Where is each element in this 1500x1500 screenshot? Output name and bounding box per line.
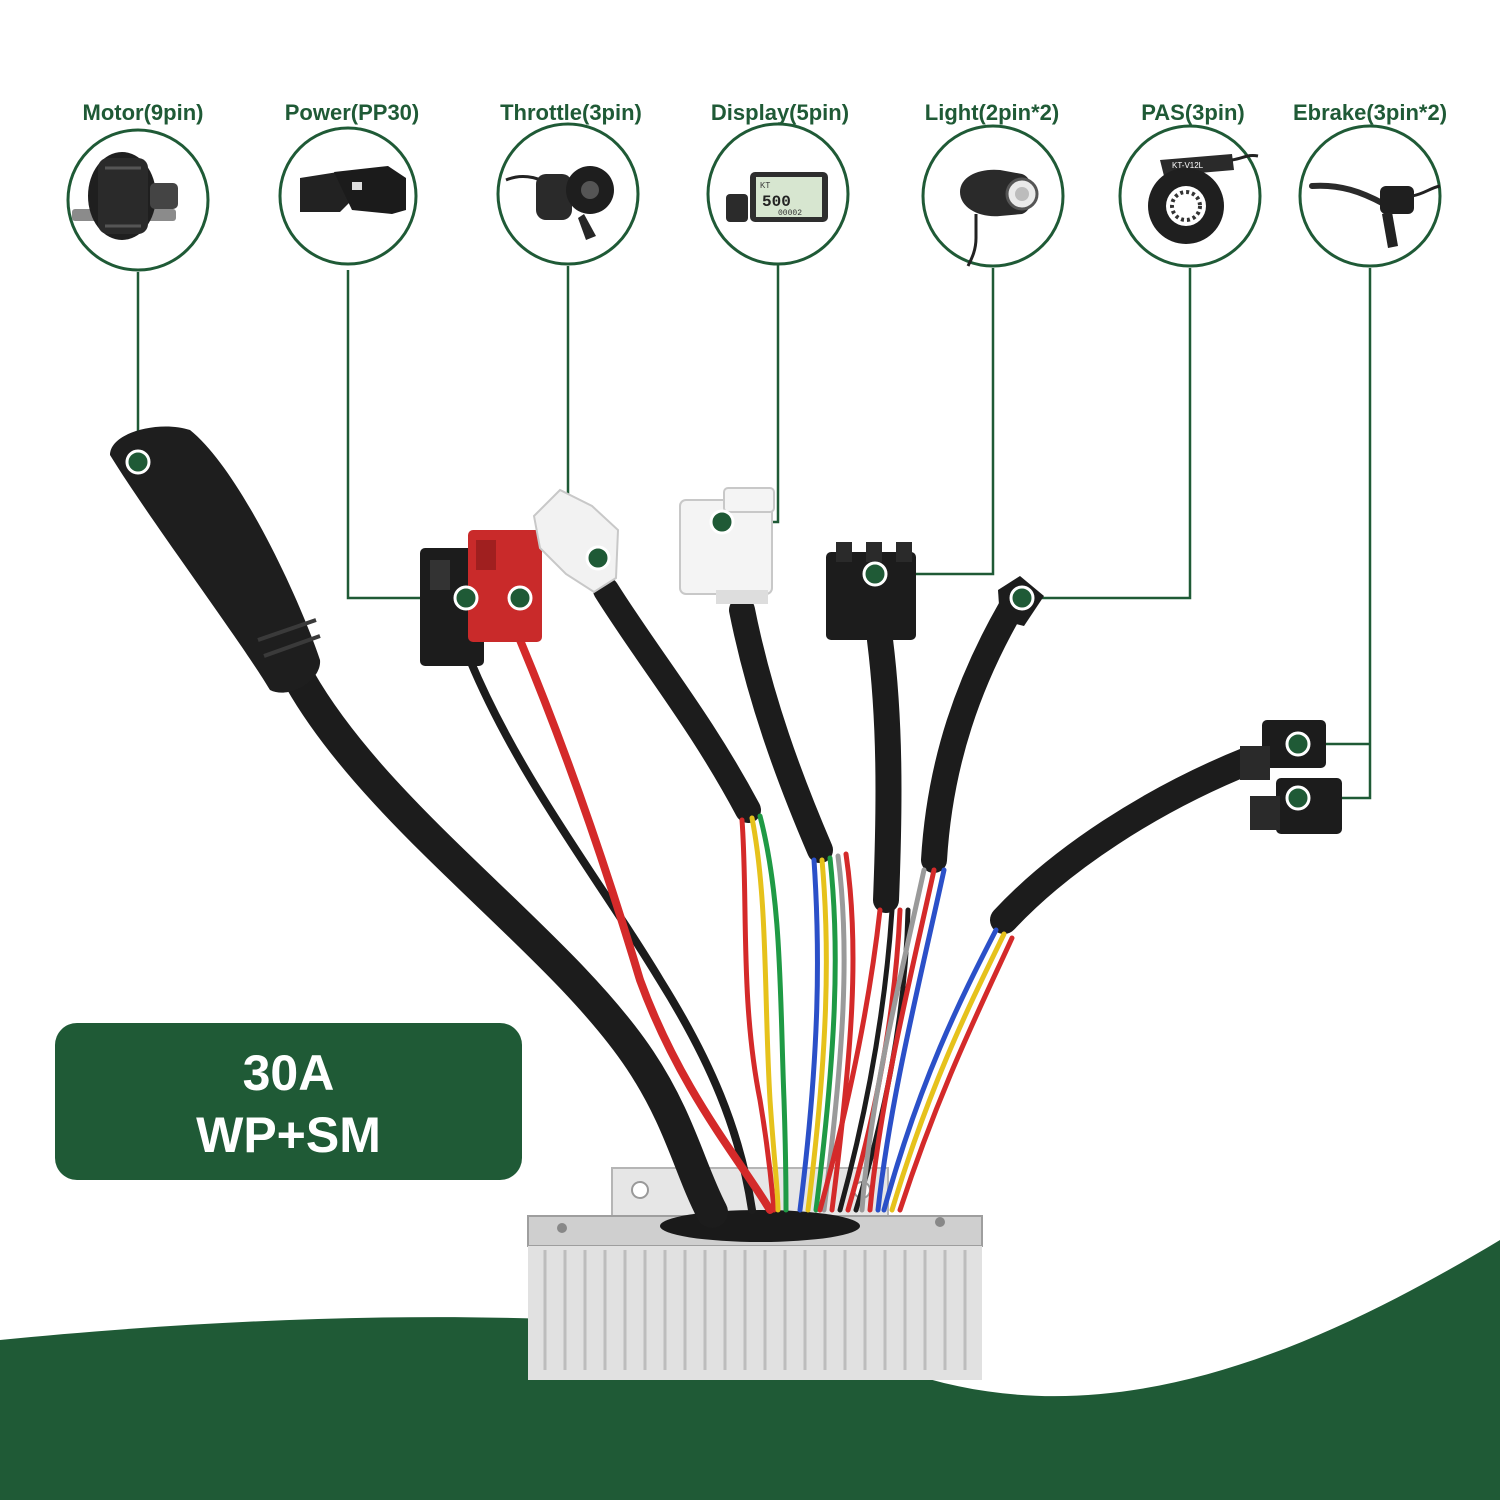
pas-cable: [921, 597, 1023, 873]
pas-sensor-icon: KT-V12L: [1118, 124, 1262, 268]
leader-line-ebrake: [1298, 268, 1372, 800]
controller-housing: [527, 1167, 983, 1380]
display-cable: [729, 597, 833, 863]
spec-badge: 30A WP+SM: [55, 1023, 522, 1180]
lcd-display-icon: KT 500 00002: [706, 122, 850, 266]
connectors: [110, 426, 1342, 834]
label-power: Power(PP30): [284, 100, 420, 125]
dot-display: [709, 509, 735, 535]
component-labels: Motor(9pin) Power(PP30) Throttle(3pin) D…: [0, 0, 1500, 140]
display-odo-text: 00002: [778, 209, 802, 218]
light-connector: [826, 542, 916, 640]
power-wire-red: [516, 636, 774, 1214]
dot-throttle: [585, 545, 611, 571]
display-brand-text: KT: [760, 181, 770, 190]
component-circles: KT 500 00002 KT-V12L: [66, 122, 1442, 272]
spec-features: WP+SM: [196, 1107, 381, 1163]
dot-power-black: [453, 585, 479, 611]
dot-pas: [1009, 585, 1035, 611]
dot-motor: [125, 449, 151, 475]
leader-line-display: [722, 264, 780, 524]
ebrake-connector-top: [1240, 720, 1326, 780]
label-throttle: Throttle(3pin): [500, 100, 642, 125]
light-cable: [867, 627, 902, 913]
brake-lever-icon: [1298, 124, 1442, 268]
leader-line-light: [875, 268, 995, 576]
label-light: Light(2pin*2): [924, 100, 1060, 125]
leader-dots: [125, 449, 1311, 811]
leader-lines: [136, 264, 1372, 800]
hub-motor-icon: [66, 128, 210, 272]
dot-ebrake-bottom: [1285, 785, 1311, 811]
dot-light: [862, 561, 888, 587]
throttle-cable: [593, 577, 761, 823]
power-connector: [420, 530, 542, 666]
power-wire-black: [466, 656, 756, 1214]
label-ebrake: Ebrake(3pin*2): [1292, 100, 1448, 125]
spec-current: 30A: [242, 1045, 335, 1101]
label-motor: Motor(9pin): [82, 100, 204, 125]
dot-ebrake-top: [1285, 731, 1311, 757]
display-speed-text: 500: [762, 193, 791, 211]
dot-power-red: [507, 585, 533, 611]
pas-label-text: KT-V12L: [1172, 161, 1204, 170]
leader-line-pas: [1022, 268, 1192, 600]
thumb-throttle-icon: [496, 122, 640, 266]
label-display: Display(5pin): [710, 100, 850, 125]
motor-cable: [284, 664, 728, 1228]
pp30-connector-icon: [278, 126, 418, 266]
motor-connector: [110, 426, 321, 693]
cables: [284, 577, 1264, 1228]
ebrake-cable: [990, 746, 1264, 934]
label-pas: PAS(3pin): [1141, 100, 1245, 125]
throttle-connector: [532, 488, 620, 594]
display-connector: [679, 487, 775, 604]
headlight-icon: [921, 124, 1065, 268]
